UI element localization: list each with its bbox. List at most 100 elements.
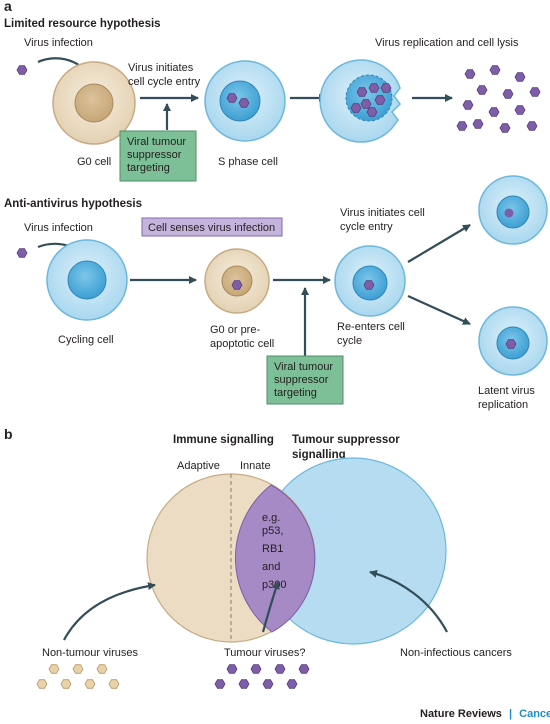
virus-icon	[456, 121, 468, 131]
virus-icon	[366, 107, 378, 117]
virus-icon	[529, 87, 541, 97]
viral-targeting-box-top: Viral tumour suppressor targeting	[119, 130, 197, 182]
overlap-line1: e.g.	[262, 512, 280, 524]
cycling-cell	[46, 239, 128, 321]
non-tumour-virus-cluster	[36, 664, 120, 689]
virus-icon	[368, 83, 380, 93]
overlap-line4: and	[262, 561, 280, 573]
branch-cell-top	[478, 175, 548, 245]
branch-up-arrow	[407, 224, 471, 263]
panel-b-letter: b	[4, 426, 13, 442]
released-virus-cluster	[456, 65, 541, 133]
g0-cell-label: G0 cell	[77, 156, 111, 168]
antivirus-virus-infection-label: Virus infection	[24, 222, 93, 234]
virus-icon	[374, 95, 386, 105]
tumour-virus-cluster	[214, 664, 310, 689]
non-infectious-arrow	[369, 569, 448, 633]
virus-icon	[96, 664, 108, 674]
tumour-heading-line2: signalling	[292, 449, 346, 461]
non-infectious-label: Non-infectious cancers	[400, 647, 512, 659]
virus-icon	[505, 339, 517, 349]
virus-icon	[526, 121, 538, 131]
innate-label: Innate	[240, 460, 271, 472]
virus-icon	[48, 664, 60, 674]
virus-icon	[36, 679, 48, 689]
virus-icon	[360, 99, 372, 109]
footer-section: Cancer	[519, 708, 550, 720]
venn-diagram	[146, 457, 447, 645]
viral-box-top-line2: suppressor	[127, 149, 182, 161]
virus-icon	[298, 664, 310, 674]
overlap-line2: p53,	[262, 525, 283, 537]
virus-icon	[476, 85, 488, 95]
virus-icon	[60, 679, 72, 689]
virus-icon	[16, 248, 28, 258]
footer-separator: |	[509, 708, 512, 720]
virus-icon	[499, 123, 511, 133]
viral-box-bottom-line2: suppressor	[274, 374, 329, 386]
virus-icon	[363, 280, 375, 290]
overlap-line3: RB1	[262, 543, 283, 555]
tumour-viruses-label: Tumour viruses?	[224, 647, 306, 659]
virus-icon	[226, 664, 238, 674]
antivirus-initiates-line1: Virus initiates cell	[340, 207, 425, 219]
cycling-cell-label: Cycling cell	[58, 334, 114, 346]
latent-line1: Latent virus	[478, 385, 535, 397]
limited-heading: Limited resource hypothesis	[4, 18, 161, 30]
virus-icon	[72, 664, 84, 674]
adaptive-label: Adaptive	[177, 460, 220, 472]
reenters-line2: cycle	[337, 335, 362, 347]
virus-icon	[489, 65, 501, 75]
limited-initiates-line1: Virus initiates	[128, 62, 194, 74]
cell-senses-label: Cell senses virus infection	[148, 222, 275, 234]
g0-preapoptotic-cell	[204, 248, 270, 314]
latent-line2: replication	[478, 399, 528, 411]
viral-targeting-box-bottom: Viral tumour suppressor targeting	[266, 355, 344, 405]
virus-icon	[214, 679, 226, 689]
virus-icon	[514, 72, 526, 82]
overlap-region	[234, 484, 316, 633]
virus-icon	[286, 679, 298, 689]
g0-pre-line2: apoptotic cell	[210, 338, 274, 350]
limited-virus-infection-label: Virus infection	[24, 37, 93, 49]
virus-icon	[350, 103, 362, 113]
reenters-line1: Re-enters cell	[337, 321, 405, 333]
virus-icon	[472, 119, 484, 129]
virus-icon	[16, 65, 28, 75]
virus-icon	[238, 679, 250, 689]
reentering-cell	[334, 245, 406, 317]
virus-icon	[84, 679, 96, 689]
virus-icon	[108, 679, 120, 689]
viral-box-top-line3: targeting	[127, 162, 170, 174]
viral-box-bottom-line1: Viral tumour	[274, 361, 333, 373]
virus-icon	[488, 107, 500, 117]
tumour-heading-line1: Tumour suppressor	[292, 434, 400, 446]
footer-journal: Nature Reviews	[420, 708, 502, 720]
virus-icon	[462, 100, 474, 110]
immune-heading: Immune signalling	[173, 434, 274, 446]
virus-icon	[274, 664, 286, 674]
s-phase-cell	[204, 60, 286, 142]
limited-initiates-line2: cell cycle entry	[128, 76, 201, 88]
virus-icon	[502, 89, 514, 99]
virus-icon	[514, 105, 526, 115]
virus-icon	[226, 93, 238, 103]
viral-box-top-line1: Viral tumour	[127, 136, 186, 148]
non-tumour-arrow	[63, 582, 156, 641]
virus-icon	[238, 98, 250, 108]
footer-brand: Nature Reviews | Cancer	[420, 708, 550, 720]
virus-icon	[231, 280, 243, 290]
antivirus-initiates-line2: cycle entry	[340, 221, 393, 233]
tumour-virus-arrow	[261, 581, 280, 633]
virus-icon	[380, 83, 392, 93]
branch-down-arrow	[407, 294, 471, 326]
non-tumour-viruses-label: Non-tumour viruses	[42, 647, 138, 659]
antivirus-heading: Anti-antivirus hypothesis	[4, 198, 142, 210]
virus-icon	[464, 69, 476, 79]
g0-pre-line1: G0 or pre-	[210, 324, 260, 336]
lysing-cell	[319, 59, 401, 143]
virus-icon	[356, 87, 368, 97]
s-phase-cell-label: S phase cell	[218, 156, 278, 168]
cell-senses-box: Cell senses virus infection	[141, 217, 283, 237]
